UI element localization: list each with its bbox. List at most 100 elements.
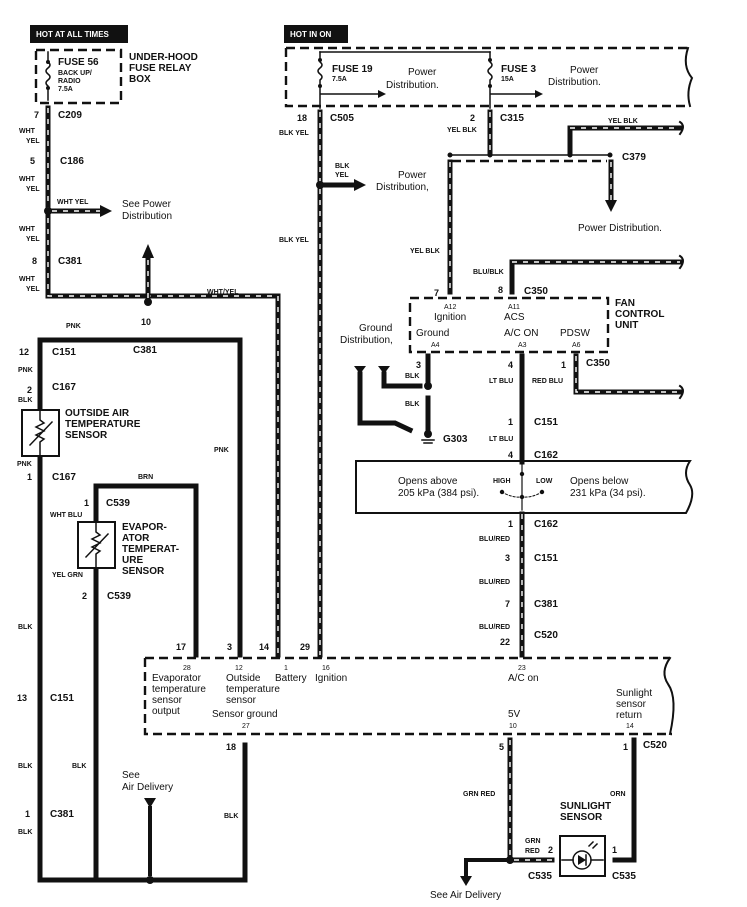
wire-label: RED: [525, 848, 540, 855]
ground-arrow-icon: [378, 366, 390, 374]
g303-label: G303: [443, 434, 468, 445]
c379-label: C379: [622, 152, 646, 163]
arrow-up-icon: [142, 244, 154, 258]
fcu-title-2: CONTROL: [615, 309, 664, 320]
wire-label: BLU/RED: [479, 624, 510, 631]
hot-in-on-label: HOT IN ON: [290, 30, 332, 39]
c535b-label: C535: [612, 871, 636, 882]
left-wht-yel-chain: 7 C209 WHT YEL 5 C186 WHT YEL WHT YEL Se…: [19, 105, 281, 658]
wire-label: WHT: [19, 226, 36, 233]
c381-pin: 7: [505, 599, 510, 609]
fuse19-dist-1: Power: [408, 67, 437, 78]
wire-label: BLK: [335, 163, 349, 170]
c520-label: C520: [534, 630, 558, 641]
wire-label: YEL: [335, 172, 349, 179]
c381-label: C381: [58, 256, 82, 267]
c151-pin: 1: [508, 417, 513, 427]
fuse3-dist-1: Power: [570, 65, 599, 76]
evap-sensor-label-1: EVAPOR-: [122, 522, 167, 533]
wire-label: BLU/RED: [479, 579, 510, 586]
evap-sensor-label-2: ATOR: [122, 533, 150, 544]
c151-label: C151: [534, 553, 558, 564]
c151-label: C151: [52, 347, 76, 358]
low-label: LOW: [536, 478, 553, 485]
center-pd-1: Power: [398, 170, 427, 181]
fuse3-rating: 15A: [501, 76, 514, 83]
see-power-label-1: See Power: [122, 199, 172, 210]
c381-pin: 8: [32, 256, 37, 266]
ecu-t14: 14: [626, 723, 634, 730]
c381-pin: 10: [141, 317, 151, 327]
evap-sensor-label-4: URE: [122, 555, 143, 566]
fuse3-name: FUSE 3: [501, 64, 536, 75]
dash-fuse-box: FUSE 19 7.5A Power Distribution. FUSE 3 …: [284, 46, 694, 109]
c505-label: C505: [330, 113, 354, 124]
wire-label: YEL BLK: [608, 118, 638, 125]
fcu-pin7: 7: [434, 288, 439, 298]
arrow-right-icon: [535, 90, 543, 98]
fuse56-name: FUSE 56: [58, 57, 99, 68]
ecu-out-2: temperature: [226, 684, 280, 695]
c539b-label: C539: [107, 591, 131, 602]
c167a-label: C167: [52, 382, 76, 393]
climate-control-unit: 17 3 14 29 28 Evaporator temperature sen…: [143, 642, 675, 736]
fuse56-rating: 7.5A: [58, 86, 73, 93]
c315-label: C315: [500, 113, 524, 124]
c505-pin: 18: [297, 113, 307, 123]
ecu-out-3: sensor: [226, 695, 257, 706]
c350-label: C350: [586, 358, 610, 369]
c167a-pin: 2: [27, 385, 32, 395]
c520-bottom-label: C520: [643, 740, 667, 751]
see-power-label-2: Distribution: [122, 211, 172, 222]
ecu-pin17: 17: [176, 642, 186, 652]
see-air-delivery-1: See: [122, 770, 140, 781]
wire-label: WHT: [19, 176, 36, 183]
wire-label: PNK: [66, 323, 81, 330]
c535-pin2: 2: [548, 845, 553, 855]
hot-in-on-tag: HOT IN ON: [284, 25, 348, 43]
c151-label: C151: [534, 417, 558, 428]
wire-label: BLK: [224, 813, 238, 820]
wire-label: BLK: [405, 373, 419, 380]
ecu-acon: A/C on: [508, 673, 539, 684]
c315-pin: 2: [470, 113, 475, 123]
fcu-ignition: Ignition: [434, 312, 466, 323]
wire-label: YEL: [26, 186, 40, 193]
c535-pin1: 1: [612, 845, 617, 855]
ecu-pin18: 18: [226, 742, 236, 752]
c209-label: C209: [58, 110, 82, 121]
ecu-evap-1: Evaporator: [152, 673, 202, 684]
c381-pin: 1: [25, 809, 30, 819]
c186-pin: 5: [30, 156, 35, 166]
wire-label: LT BLU: [489, 436, 513, 443]
ecu-t1: 1: [284, 665, 288, 672]
ecu-evap-3: sensor: [152, 695, 183, 706]
c167b-pin: 1: [27, 472, 32, 482]
center-blk-yel-circuit: 18 C505 BLK YEL BLK YEL Power Distributi…: [279, 109, 429, 658]
fcu-title-3: UNIT: [615, 320, 638, 331]
wire-label: WHT: [19, 276, 36, 283]
fcu-ground: Ground: [416, 328, 449, 339]
wire-label: YEL: [26, 286, 40, 293]
wire-label: GRN: [525, 838, 541, 845]
arrow-right-icon: [378, 90, 386, 98]
wire-label: WHT: [19, 128, 36, 135]
wire-label: YEL BLK: [447, 127, 477, 134]
ecu-pin5: 5: [499, 742, 504, 752]
c162-pin: 4: [508, 450, 513, 460]
ecu-pin1: 1: [623, 742, 628, 752]
c162-label: C162: [534, 519, 558, 530]
evap-sensor-label-3: TEMPERAT-: [122, 544, 179, 555]
underhood-label-3: BOX: [129, 74, 151, 85]
splice-dot: [146, 876, 154, 884]
evap-sensor-label-5: SENSOR: [122, 566, 165, 577]
blu-red-chain: 1 C162 BLU/RED 3 C151 BLU/RED 7 C381 BLU…: [479, 511, 558, 658]
wire-label: BLK: [405, 401, 419, 408]
fcu-a3: A3: [518, 342, 527, 349]
wire-label: GRN RED: [463, 791, 495, 798]
wire-label: BLK: [18, 624, 32, 631]
c151-pin: 3: [505, 553, 510, 563]
fuse56-desc2: RADIO: [58, 78, 81, 85]
c209-pin: 7: [34, 110, 39, 120]
left-ground-circuit: BLK 13 C151 BLK BLK 1 C381 BLK See Air D…: [17, 624, 248, 884]
